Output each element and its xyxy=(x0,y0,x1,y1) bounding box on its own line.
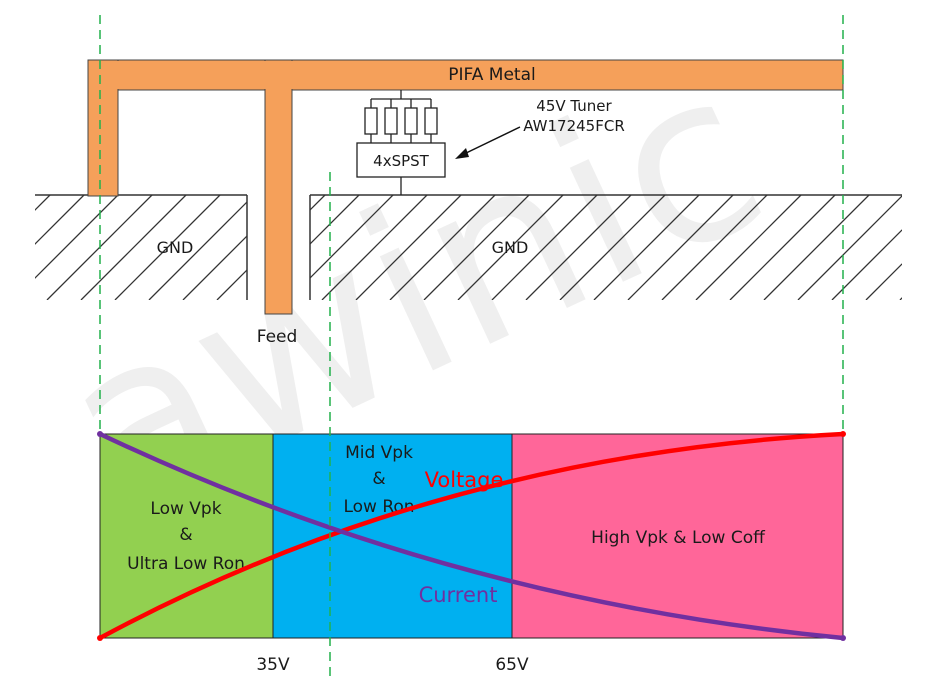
hatch-line xyxy=(627,195,734,300)
hatch-line xyxy=(593,195,700,300)
hatch-line xyxy=(491,195,598,300)
hatch-line xyxy=(899,297,902,300)
tuner-part-label: AW17245FCR xyxy=(523,117,625,135)
hatch-line xyxy=(831,229,902,300)
hatch-line xyxy=(865,263,902,300)
hatch-line xyxy=(35,195,119,279)
hatch-line xyxy=(114,195,221,300)
zone-mid-line1: Mid Vpk xyxy=(345,443,413,463)
gnd-right-label: GND xyxy=(492,238,529,257)
hatch-line xyxy=(182,235,247,300)
tuner-name-label: 45V Tuner xyxy=(536,97,612,115)
alignment-guides xyxy=(99,15,844,678)
zone-mid xyxy=(272,433,513,639)
zone-mid-line3: Low Ron xyxy=(343,497,414,517)
hatch-line xyxy=(457,195,564,300)
current-label: Current xyxy=(419,583,498,607)
hatch-line xyxy=(661,195,768,300)
tick-65v: 65V xyxy=(495,655,529,675)
current-end-point xyxy=(840,635,846,641)
hatch-line xyxy=(729,195,836,300)
zone-low-line1: Low Vpk xyxy=(150,499,221,519)
ground-right xyxy=(309,194,902,300)
hatch-line xyxy=(797,195,902,300)
feed-label: Feed xyxy=(257,327,298,347)
hatch-line xyxy=(763,195,870,300)
voltage-curve xyxy=(97,431,846,641)
hatch-line xyxy=(559,195,666,300)
hatch-line xyxy=(525,195,632,300)
hatch-line xyxy=(35,195,85,245)
hatch-line xyxy=(389,195,496,300)
current-curve xyxy=(97,431,846,641)
zone-low xyxy=(99,433,274,639)
voltage-start-point xyxy=(97,635,103,641)
hatch-line xyxy=(310,195,394,279)
hatch-line xyxy=(80,195,187,300)
voltage-end-point xyxy=(840,431,846,437)
hatch-line xyxy=(310,195,360,245)
hatch-line xyxy=(321,195,428,300)
pifa-metal xyxy=(87,59,844,315)
zone-high-label: High Vpk & Low Coff xyxy=(591,528,766,548)
zone-mid-line2: & xyxy=(372,469,385,489)
hatch-line xyxy=(695,195,802,300)
gnd-left-label: GND xyxy=(157,238,194,257)
hatch-line xyxy=(35,195,51,211)
zone-low-line3: Ultra Low Ron xyxy=(127,554,245,574)
hatch-line xyxy=(216,269,247,300)
voltage-label: Voltage xyxy=(425,468,504,492)
tuner-switch xyxy=(356,90,446,195)
tick-35v: 35V xyxy=(256,655,290,675)
tuner-callout-arrow xyxy=(455,126,521,159)
pifa-metal-label: PIFA Metal xyxy=(448,65,535,85)
switch-label: 4xSPST xyxy=(373,152,430,170)
hatch-line xyxy=(423,195,530,300)
current-start-point xyxy=(97,431,103,437)
hatch-line xyxy=(148,201,247,300)
zone-low-line2: & xyxy=(179,525,192,545)
hatch-line xyxy=(355,195,462,300)
